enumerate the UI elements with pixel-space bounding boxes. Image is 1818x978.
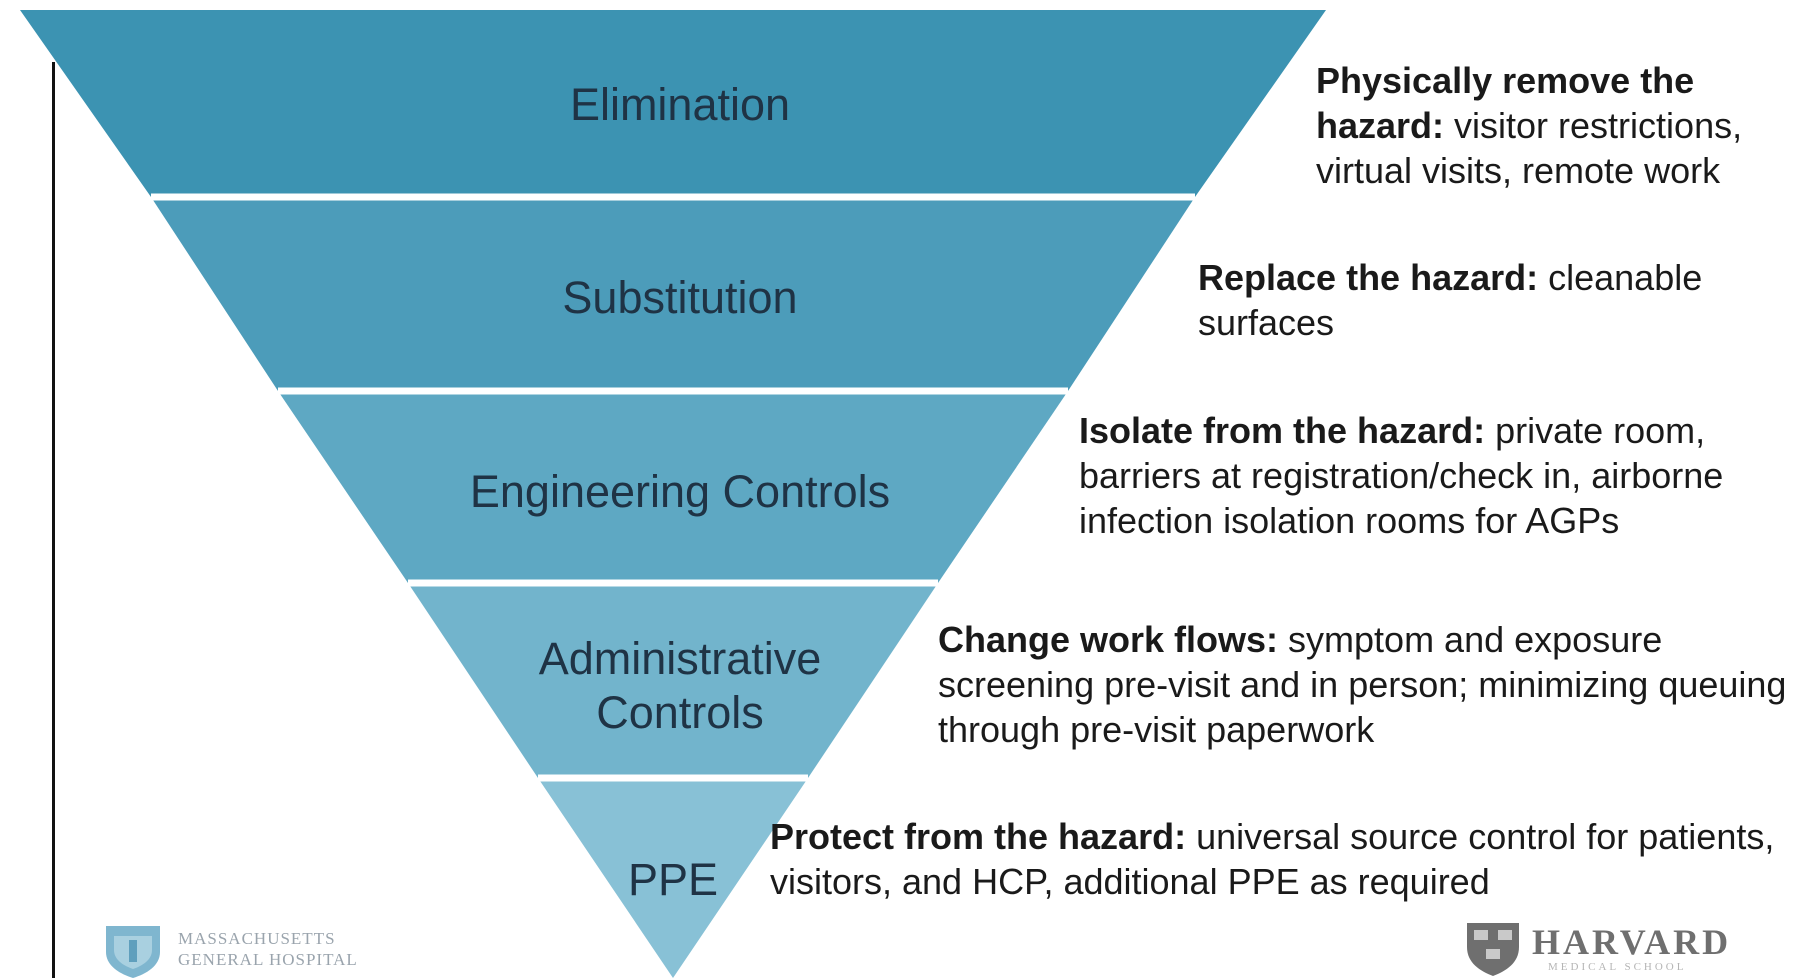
level-label-administrative-controls: Administrative Controls: [538, 633, 822, 738]
band-substitution: [151, 197, 1195, 391]
description-bold: Protect from the hazard:: [770, 816, 1187, 857]
band-elimination: [20, 10, 1326, 197]
mgh-shield-icon: [106, 926, 160, 978]
description-elimination: Physically remove the hazard: visitor re…: [1316, 58, 1812, 193]
harvard-wordmark: HARVARD MEDICAL SCHOOL: [1532, 923, 1731, 973]
band-administrative-controls: [408, 583, 938, 778]
description-bold: Change work flows:: [938, 619, 1279, 660]
band-ppe: [538, 778, 808, 978]
description-text: universal source control for patients, v…: [770, 816, 1775, 902]
description-substitution: Replace the hazard: cleanable surfaces: [1198, 255, 1798, 345]
description-text: symptom and exposure screening pre-visit…: [938, 619, 1787, 750]
harvard-shield-icon: [1467, 923, 1519, 976]
description-text: private room, barriers at registration/c…: [1079, 410, 1724, 541]
harvard-subtitle: MEDICAL SCHOOL: [1548, 961, 1687, 973]
description-ppe: Protect from the hazard: universal sourc…: [770, 814, 1780, 904]
harvard-name: HARVARD: [1532, 922, 1732, 962]
left-vertical-rule: [52, 62, 55, 978]
level-label-engineering-controls: Engineering Controls: [469, 466, 891, 517]
description-bold: Replace the hazard:: [1198, 257, 1539, 298]
mgh-logo: MASSACHUSETTS GENERAL HOSPITAL: [102, 922, 358, 978]
level-label-substitution: Substitution: [562, 272, 798, 323]
description-bold: Isolate from the hazard:: [1079, 410, 1486, 451]
description-bold: Physically remove the hazard:: [1316, 60, 1695, 146]
mgh-line-2: GENERAL HOSPITAL: [178, 950, 358, 969]
level-label-ppe: PPE: [627, 854, 719, 905]
level-label-elimination: Elimination: [569, 79, 791, 130]
mgh-line-1: MASSACHUSETTS: [178, 929, 336, 948]
description-text: visitor restrictions, virtual visits, re…: [1316, 105, 1743, 191]
harvard-logo: HARVARD MEDICAL SCHOOL: [1464, 918, 1731, 978]
description-administrative-controls: Change work flows: symptom and exposure …: [938, 617, 1798, 752]
mgh-wordmark: MASSACHUSETTS GENERAL HOSPITAL: [178, 928, 358, 970]
band-engineering-controls: [278, 391, 1068, 583]
description-text: cleanable surfaces: [1198, 257, 1703, 343]
description-engineering-controls: Isolate from the hazard: private room, b…: [1079, 408, 1813, 543]
